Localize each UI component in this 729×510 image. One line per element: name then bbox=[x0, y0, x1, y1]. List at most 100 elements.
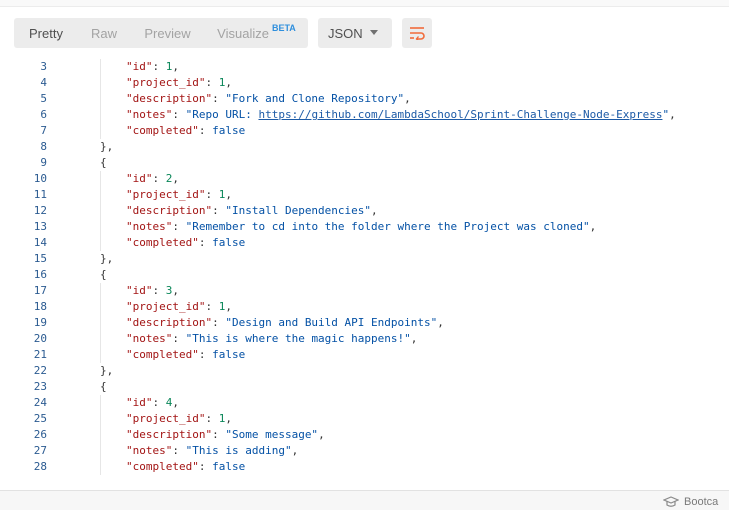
code-token: : bbox=[152, 172, 166, 185]
code-token: : bbox=[152, 284, 166, 297]
bootcamp-button[interactable]: Bootca bbox=[663, 496, 718, 508]
code-token: "project_id" bbox=[126, 300, 206, 313]
code-token: false bbox=[212, 460, 246, 473]
line-number: 16 bbox=[33, 268, 47, 281]
tab-preview[interactable]: Preview bbox=[144, 25, 191, 41]
code-line: 14"completed": false bbox=[0, 235, 729, 251]
code-line: 20"notes": "This is where the magic happ… bbox=[0, 331, 729, 347]
indent-guide bbox=[100, 395, 101, 475]
code-line: 3 "id": 1, bbox=[0, 59, 729, 75]
code-token: : bbox=[205, 188, 219, 201]
code-token: "project_id" bbox=[126, 76, 206, 89]
line-number: 23 bbox=[33, 380, 47, 393]
line-number: 15 bbox=[33, 252, 47, 265]
code-line: 16 { bbox=[0, 267, 729, 283]
indent-guide bbox=[100, 59, 101, 139]
code-text: { bbox=[100, 379, 107, 395]
code-token: " bbox=[662, 108, 670, 121]
code-line: 8}, bbox=[0, 139, 729, 155]
code-token: "description" bbox=[126, 316, 213, 329]
code-line: 9{ bbox=[0, 155, 729, 171]
code-line: 15}, bbox=[0, 251, 729, 267]
status-bar: Bootca bbox=[0, 490, 729, 510]
line-number: 24 bbox=[33, 396, 47, 409]
line-number: 6 bbox=[40, 108, 47, 121]
code-text: }, bbox=[100, 363, 113, 379]
code-text: }, bbox=[100, 139, 113, 155]
code-line: 11 "project_id": 1, bbox=[0, 187, 729, 203]
line-number: 11 bbox=[33, 188, 47, 201]
code-text: "description": "Install Dependencies", bbox=[126, 203, 378, 219]
code-token: : bbox=[172, 332, 186, 345]
code-text: "description": "Some message", bbox=[126, 427, 325, 443]
code-token: : bbox=[172, 444, 186, 457]
code-token: }, bbox=[100, 364, 114, 377]
line-number: 5 bbox=[40, 92, 47, 105]
line-number: 25 bbox=[33, 412, 47, 425]
code-token: , bbox=[225, 300, 232, 313]
code-line: 7 "completed": false bbox=[0, 123, 729, 139]
bootcamp-label: Bootca bbox=[684, 496, 719, 508]
code-text: "completed": false bbox=[126, 123, 245, 139]
code-token: "Some message" bbox=[225, 428, 319, 441]
code-token: false bbox=[212, 124, 246, 137]
code-token: "id" bbox=[126, 396, 153, 409]
line-number: 18 bbox=[33, 300, 47, 313]
tab-visualize-label: Visualize bbox=[217, 25, 269, 41]
code-text: "notes": "Repo URL: https://github.com/L… bbox=[126, 107, 676, 123]
code-text: "notes": "Remember to cd into the folder… bbox=[126, 219, 596, 235]
code-line: 24"id": 4, bbox=[0, 395, 729, 411]
code-token: 1 bbox=[218, 300, 226, 313]
code-line: 26"description": "Some message", bbox=[0, 427, 729, 443]
code-token: "completed" bbox=[126, 460, 199, 473]
line-number: 7 bbox=[40, 124, 47, 137]
code-token: , bbox=[318, 428, 325, 441]
code-token: "description" bbox=[126, 92, 213, 105]
code-token: "Fork and Clone Repository" bbox=[225, 92, 405, 105]
line-number: 22 bbox=[33, 364, 47, 377]
line-number: 9 bbox=[40, 156, 47, 169]
code-line: 18"project_id": 1, bbox=[0, 299, 729, 315]
code-text: "notes": "This is adding", bbox=[126, 443, 298, 459]
code-token: { bbox=[100, 268, 107, 281]
code-token: , bbox=[437, 316, 444, 329]
code-text: "id": 1, bbox=[126, 59, 179, 75]
code-token: : bbox=[198, 124, 213, 137]
response-body-editor[interactable]: 3"id": 1,4"project_id": 1,5"description"… bbox=[0, 57, 729, 482]
line-number: 13 bbox=[33, 220, 47, 233]
line-number: 10 bbox=[33, 172, 47, 185]
code-token: { bbox=[100, 156, 107, 169]
code-token: 1 bbox=[218, 188, 226, 201]
code-token: , bbox=[225, 76, 232, 89]
code-token: "notes" bbox=[126, 220, 173, 233]
line-number: 3 bbox=[40, 60, 47, 73]
code-token: "completed" bbox=[126, 348, 199, 361]
wrap-lines-button[interactable] bbox=[402, 18, 432, 48]
code-token: , bbox=[669, 108, 676, 121]
code-token: "project_id" bbox=[126, 188, 206, 201]
line-number: 14 bbox=[33, 236, 47, 249]
tab-raw[interactable]: Raw bbox=[90, 25, 117, 41]
code-token: : bbox=[172, 108, 186, 121]
code-line: 21"completed": false bbox=[0, 347, 729, 363]
code-line: 4"project_id": 1, bbox=[0, 75, 729, 91]
line-number: 12 bbox=[33, 204, 47, 217]
code-line: 25"project_id": 1, bbox=[0, 411, 729, 427]
repo-url-link[interactable]: https://github.com/LambdaSchool/Sprint-C… bbox=[258, 108, 663, 121]
chevron-down-icon bbox=[370, 30, 378, 35]
code-token: 1 bbox=[218, 76, 226, 89]
code-text: "description": "Fork and Clone Repositor… bbox=[126, 91, 411, 107]
code-token: "notes" bbox=[126, 444, 173, 457]
code-line: 27"notes": "This is adding", bbox=[0, 443, 729, 459]
line-number: 19 bbox=[33, 316, 47, 329]
indent-guide bbox=[100, 283, 101, 363]
tab-pretty[interactable]: Pretty bbox=[29, 25, 63, 41]
code-token: : bbox=[205, 76, 219, 89]
code-line: 22}, bbox=[0, 363, 729, 379]
format-dropdown[interactable]: JSON bbox=[318, 18, 392, 48]
code-token: : bbox=[205, 412, 219, 425]
code-token: false bbox=[212, 348, 246, 361]
graduation-cap-icon bbox=[663, 496, 679, 507]
code-text: "project_id": 1, bbox=[126, 187, 232, 203]
